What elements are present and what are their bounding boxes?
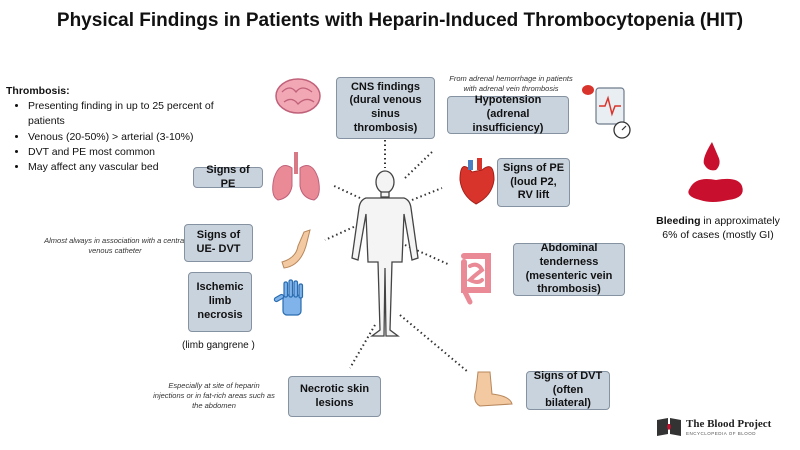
thrombosis-bullet: May affect any vascular bed	[28, 160, 226, 175]
signs-of-pe-right-box: Signs of PE (loud P2, RV lift	[497, 158, 570, 207]
limb-gangrene-label: (limb gangrene )	[182, 340, 255, 351]
signs-of-pe-left-box: Signs of PE	[193, 164, 263, 190]
connector-dvt	[399, 314, 469, 373]
connector-pe-left	[331, 184, 361, 199]
connector-ue-dvt	[324, 224, 359, 241]
foot-icon	[474, 371, 513, 407]
bleeding-rest: in approximately 6% of cases (mostly GI)	[662, 215, 780, 242]
adrenal-note: From adrenal hemorrhage in patients with…	[449, 74, 573, 93]
brain-icon	[275, 78, 321, 114]
blood-project-logo-icon	[657, 418, 681, 436]
necrotic-skin-lesions-box: Necrotic skin lesions	[288, 376, 381, 417]
intestines-icon	[461, 253, 491, 305]
bleeding-text: Bleeding in approximately 6% of cases (m…	[648, 214, 788, 242]
abdominal-tenderness-box: Abdominal tenderness (mesenteric vein th…	[513, 242, 625, 296]
ischemic-hand-icon	[273, 279, 304, 316]
thrombosis-bullet: Venous (20-50%) > arterial (3-10%)	[28, 130, 226, 145]
thrombosis-list: Presenting finding in up to 25 percent o…	[6, 99, 226, 175]
hypotension-box: Hypotension (adrenal insufficiency)	[447, 94, 569, 134]
bleeding-bold: Bleeding	[656, 215, 701, 227]
signs-of-dvt-box: Signs of DVT (often bilateral)	[526, 370, 610, 410]
human-body-icon	[351, 170, 419, 337]
logo-tagline: ENCYCLOPEDIA OF BLOOD	[686, 431, 757, 436]
lungs-icon	[272, 152, 320, 201]
blood-pressure-icon	[582, 85, 631, 139]
arm-icon	[281, 229, 311, 269]
logo-name: The Blood Project	[686, 418, 772, 430]
connector-necrotic	[349, 324, 376, 369]
ischemic-limb-necrosis-box: Ischemic limb necrosis	[188, 272, 252, 332]
connector-lines	[324, 140, 469, 373]
heparin-site-note: Especially at site of heparin injections…	[153, 381, 275, 410]
catheter-note: Almost always in association with a cent…	[44, 236, 186, 255]
connector-pe-right	[411, 187, 443, 201]
page-title: Physical Findings in Patients with Hepar…	[56, 10, 744, 31]
ue-dvt-box: Signs of UE- DVT	[184, 224, 253, 262]
thrombosis-block: Thrombosis: Presenting finding in up to …	[6, 84, 226, 175]
thrombosis-bullet: DVT and PE most common	[28, 145, 226, 160]
thrombosis-heading: Thrombosis:	[6, 85, 70, 97]
blood-drop-icon	[688, 142, 743, 202]
connector-hypotension	[404, 151, 433, 179]
connector-abdominal	[404, 244, 451, 266]
thrombosis-bullet: Presenting finding in up to 25 percent o…	[28, 99, 226, 129]
heart-icon	[459, 158, 495, 205]
cns-findings-box: CNS findings (dural venous sinus thrombo…	[336, 77, 435, 139]
